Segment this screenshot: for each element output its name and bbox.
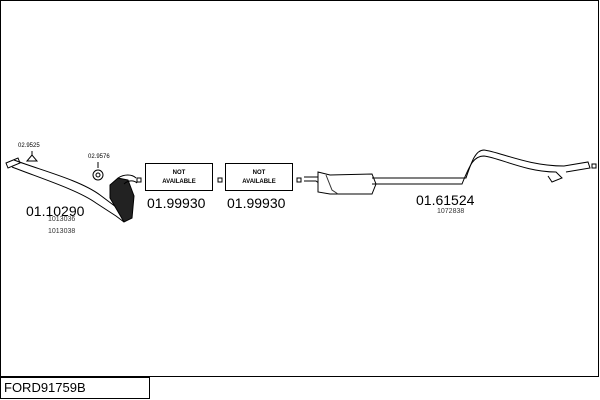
reference-label: 1013036: [48, 216, 76, 223]
part-number-label: 01.99930: [147, 195, 206, 211]
diagram-code: FORD91759B: [4, 380, 86, 395]
front-pipe-drawing: [5, 157, 142, 223]
gasket-drawing: [25, 151, 39, 162]
rear-silencer-drawing: [304, 149, 597, 195]
status-text: AVAILABLE: [242, 179, 276, 185]
reference-label: 1072838: [437, 208, 465, 215]
status-text: NOT: [252, 170, 266, 176]
clamp-drawing: [92, 162, 104, 181]
part-number-label: 01.10290: [26, 203, 85, 219]
diagram-frame: [0, 0, 599, 377]
connector-marker: [296, 177, 302, 183]
connector-marker: [217, 177, 223, 183]
part-number-label: 01.61524: [416, 192, 475, 208]
reference-label: 1013038: [48, 228, 76, 235]
part-number-label: 01.99930: [227, 195, 286, 211]
not-available-box: NOT AVAILABLE: [225, 163, 293, 191]
status-text: AVAILABLE: [162, 179, 196, 185]
diagram-code-box: FORD91759B: [0, 377, 150, 399]
status-text: NOT: [172, 170, 186, 176]
accessory-label: 02.9576: [88, 154, 110, 160]
accessory-label: 02.9525: [18, 143, 40, 149]
not-available-box: NOT AVAILABLE: [145, 163, 213, 191]
